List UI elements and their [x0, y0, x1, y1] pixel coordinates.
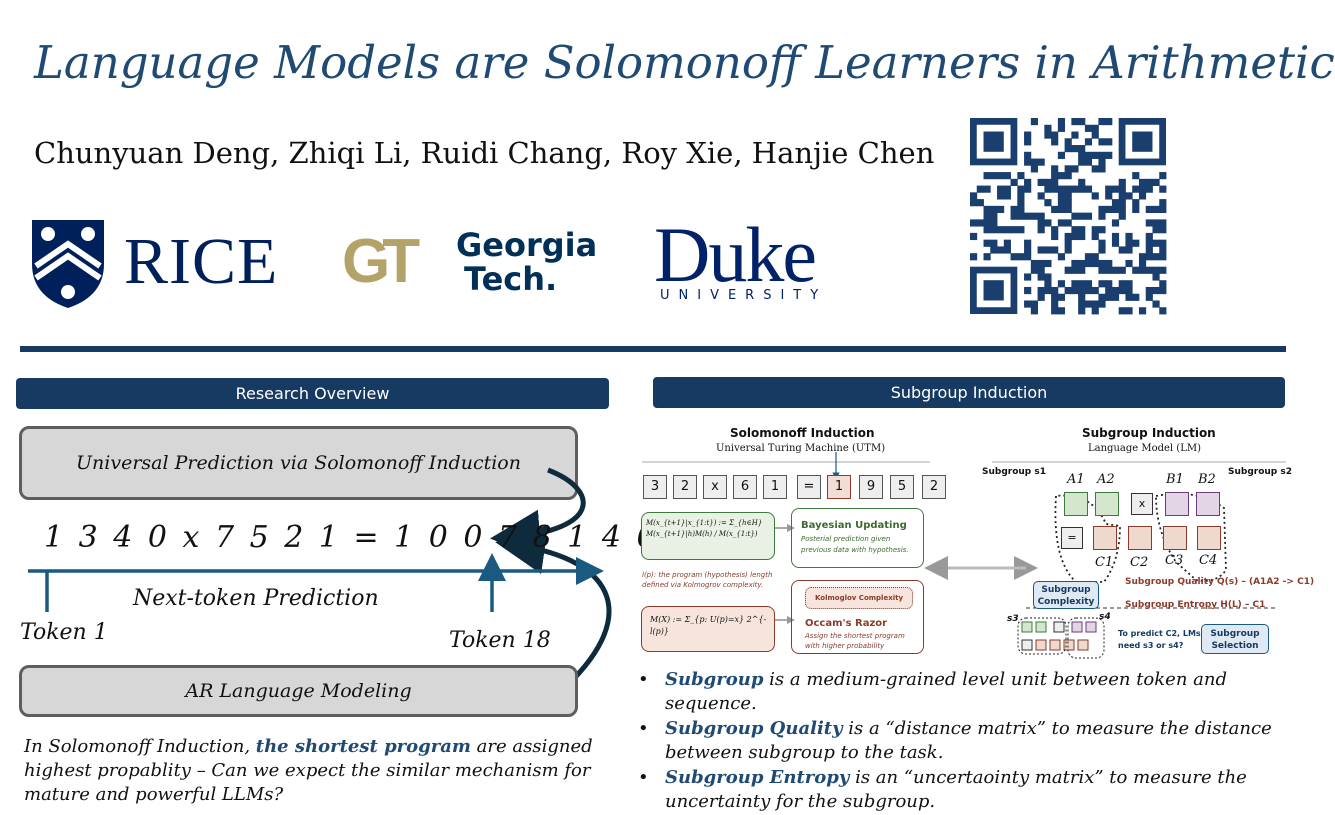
overview-question: In Solomonoff Induction, the shortest pr…	[24, 735, 614, 807]
occam-title: Occam's Razor	[805, 618, 888, 629]
subgroup-quality-label: Subgroup Quality Q(s) – (A1A2 -> C1)	[1125, 577, 1315, 587]
rice-wordmark: RICE	[124, 225, 279, 298]
figure-lines	[642, 452, 1286, 624]
bullet-key: Subgroup Quality	[665, 718, 843, 739]
utm-token: 2	[673, 475, 697, 499]
utm-token: =	[797, 475, 821, 499]
occam-desc: Assign the shortest program with higher …	[805, 632, 905, 650]
token-start-label: Token 1	[20, 620, 108, 645]
utm-subtitle: Universal Turing Machine (UTM)	[716, 443, 886, 454]
square-c2	[1128, 526, 1152, 550]
utm-token: 2	[922, 475, 946, 499]
duke-university: UNIVERSITY	[660, 288, 828, 303]
utm-token: 5	[890, 475, 914, 499]
ar-language-modeling-box: AR Language Modeling	[19, 665, 578, 717]
s4-label: s4	[1099, 612, 1111, 622]
author-list: Chunyuan Deng, Zhiqi Li, Ruidi Chang, Ro…	[34, 136, 935, 170]
bullet-key: Subgroup	[665, 669, 764, 690]
overview-arrows	[28, 467, 612, 694]
prior-formula-box	[641, 606, 775, 652]
predict-question: To predict C2, LMs need s3 or s4?	[1118, 629, 1201, 650]
occam-box	[791, 580, 924, 654]
research-overview-header: Research Overview	[16, 378, 609, 409]
subgroup-bullets: • Subgroup is a medium-grained level unit…	[636, 668, 1276, 815]
bullet-dot: •	[638, 767, 649, 788]
duke-wordmark: Duke	[654, 211, 817, 298]
label-c2: C2	[1130, 555, 1149, 570]
bullet-subgroup-quality: • Subgroup Quality is a “distance matrix”…	[636, 717, 1276, 765]
qr-code-icon	[970, 118, 1167, 315]
bullet-dot: •	[638, 669, 649, 690]
question-highlight: the shortest program	[255, 736, 471, 757]
gt-word-2: Tech.	[464, 260, 558, 298]
bullet-subgroup: • Subgroup is a medium-grained level unit…	[636, 668, 1276, 716]
square-b2	[1196, 492, 1220, 516]
duke-logo: Duke UNIVERSITY	[654, 210, 854, 306]
bullet-key: Subgroup Entropy	[665, 767, 850, 788]
square-a2	[1095, 492, 1119, 516]
georgia-tech-logo: GT Georgia Tech.	[342, 226, 597, 300]
label-a1: A1	[1067, 472, 1085, 487]
gt-mark: GT	[342, 227, 420, 296]
bullet-text: is a medium-grained level unit between t…	[665, 669, 1227, 714]
program-length-note: l(p): the program (hypothesis) length de…	[642, 571, 773, 589]
bayesian-updating-box	[791, 508, 924, 568]
poster-title: Language Models are Solomonoff Learners …	[34, 36, 1335, 89]
universal-prediction-box: Universal Prediction via Solomonoff Indu…	[19, 426, 578, 500]
square-c4	[1197, 526, 1221, 550]
question-text-pre: In Solomonoff Induction,	[24, 736, 256, 757]
section-divider	[20, 346, 1286, 352]
bayes-formula-box	[641, 512, 775, 560]
token-end-label: Token 18	[449, 628, 551, 653]
utm-token: 1	[827, 475, 851, 499]
utm-token: 3	[643, 475, 667, 499]
question-text-post: are assigned highest propablity – Can we…	[24, 736, 593, 805]
bayes-formula: M(x_{t+1}|x_{1:t}) := Σ_{h∈H} M(x_{t+1}|…	[646, 519, 763, 538]
subgroup-s2-label: Subgroup s2	[1228, 467, 1292, 477]
subgroup-induction-header: Subgroup Induction	[653, 377, 1285, 408]
bullet-dot: •	[638, 718, 649, 739]
label-a2: A2	[1097, 472, 1115, 487]
token-sequence: 1 3 4 0 x 7 5 2 1 = 1 0 0 7 8 1 4 0	[44, 520, 659, 555]
square-c1	[1093, 526, 1117, 550]
bullet-subgroup-entropy: • Subgroup Entropy is an “uncertaointy ma…	[636, 766, 1276, 814]
op-equals: =	[1061, 527, 1083, 549]
rice-logo: RICE	[28, 216, 278, 312]
utm-token: 9	[859, 475, 883, 499]
solomonoff-title: Solomonoff Induction	[730, 426, 875, 440]
qr-code[interactable]	[970, 118, 1167, 315]
op-times: x	[1131, 493, 1153, 515]
square-b1	[1165, 492, 1189, 516]
utm-token: 6	[733, 475, 757, 499]
s3-label: s3	[1007, 614, 1019, 624]
label-b1: B1	[1166, 472, 1184, 487]
subgroup-selection-box: Subgroup Selection	[1201, 624, 1269, 654]
rice-shield-icon	[32, 220, 104, 308]
label-c4: C4	[1199, 553, 1218, 568]
prior-formula: M(X) := Σ_{p: U(p)=x} 2^{-l(p)}	[650, 615, 767, 636]
bayesian-title: Bayesian Updating	[801, 520, 907, 531]
subgroup-complexity-box: Subgroup Complexity	[1033, 581, 1099, 609]
bayesian-desc: Posterial prediction given previous data…	[801, 535, 909, 554]
label-b2: B2	[1198, 472, 1216, 487]
label-c3: C3	[1165, 553, 1184, 568]
subgroup-entropy-label: Subgroup Entropy H(L) – C1	[1125, 600, 1266, 610]
utm-token: x	[703, 475, 727, 499]
utm-token: 1	[763, 475, 787, 499]
subgroup-s1-label: Subgroup s1	[982, 467, 1046, 477]
next-token-label: Next-token Prediction	[133, 586, 379, 611]
square-a1	[1064, 492, 1088, 516]
bullet-text: is an “uncertaointy matrix” to measure t…	[665, 767, 1247, 812]
gt-word-1: Georgia	[456, 226, 598, 264]
lm-subtitle: Language Model (LM)	[1088, 443, 1201, 454]
label-c1: C1	[1095, 555, 1114, 570]
square-c3	[1163, 526, 1187, 550]
bullet-text: is a “distance matrix” to measure the di…	[665, 718, 1272, 763]
subgroup-induction-fig-title: Subgroup Induction	[1082, 426, 1216, 440]
kolmogorov-label: Kolmoglov Complexity	[805, 587, 913, 609]
mini-subgroups	[1017, 617, 1105, 659]
